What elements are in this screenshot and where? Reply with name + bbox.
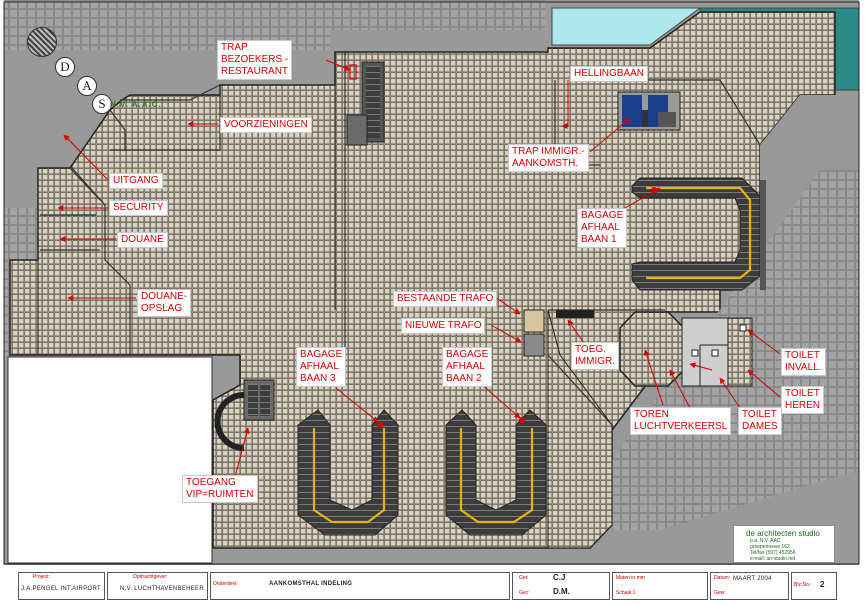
tb-scale: Maten in mm Schaal 1:	[612, 572, 708, 600]
tb-checked-caption: Gec:	[519, 590, 530, 596]
label-toilet-dames: TOILET DAMES	[738, 407, 782, 435]
label-bestaande-trafo: BESTAANDE TRAFO	[393, 291, 498, 307]
tb-drawn-value: C.J	[553, 573, 566, 582]
lower-right-cut	[547, 309, 613, 549]
label-toilet-invall: TOILET INVALL.	[781, 348, 826, 376]
label-bagage-baan-1: BAGAGE AFHAAL BAAN 1	[577, 208, 628, 248]
logo-letter-a: A	[77, 76, 97, 96]
tb-subject-value: AANKOMSTHAL INDELING	[269, 581, 353, 587]
label-toeg-immigr: TOEG. IMMIGR.	[571, 342, 619, 370]
label-toegang-vip: TOEGANG VIP=RUIMTEN	[182, 475, 258, 503]
tb-date-value: MAART 2004	[733, 576, 772, 582]
label-uitgang: UITGANG	[109, 173, 163, 189]
red-marker-restaurant	[349, 64, 357, 80]
pavement-top-left	[4, 0, 545, 50]
label-douane-opslag: DOUANE- OPSLAG	[137, 289, 192, 317]
architect-stamp: de architecten studio p.a. N.V. AAC groe…	[733, 525, 835, 563]
vip-stairs	[214, 379, 275, 451]
label-trap-bezoekers: TRAP BEZOEKERS - RESTAURANT	[217, 40, 293, 80]
label-trap-immigr: TRAP IMMIGR.- AANKOMSTH.	[508, 144, 589, 172]
control-tower-octagon	[619, 311, 685, 387]
sky-area	[551, 7, 702, 46]
label-voorzieningen: VOORZIENINGEN	[220, 117, 312, 133]
tb-subject-caption: Onderdeel:	[213, 581, 238, 587]
existing-transformer	[523, 309, 545, 333]
tb-scale-caption: Schaal 1:	[616, 590, 637, 596]
immigration-counter	[556, 310, 594, 318]
floor-plan-drawing	[3, 0, 860, 565]
stamp-name: de architecten studio	[746, 529, 820, 538]
tb-project-caption: Project:	[33, 574, 50, 580]
label-hellingbaan: HELLINGBAAN	[570, 66, 649, 82]
tb-sheet-caption: Blz.No.:	[794, 582, 812, 588]
tb-sheet-value: 2	[820, 580, 825, 589]
label-douane: DOUANE	[117, 232, 168, 248]
toilet-block	[681, 317, 753, 387]
tb-client: Opdrachtgever: N.V. LUCHTHAVENBEHEER	[107, 572, 208, 600]
label-bagage-baan-3: BAGAGE AFHAAL BAAN 3	[296, 347, 347, 387]
label-security: SECURITY	[109, 200, 168, 216]
tb-date: Datum: MAART 2004 Gew:	[710, 572, 789, 600]
baggage-belt-2	[445, 409, 547, 536]
tb-rev-caption: Gew:	[714, 590, 726, 596]
tb-client-caption: Opdrachtgever:	[133, 574, 168, 580]
tb-project-value: J.A.PENGEL INT.AIRPORT	[21, 586, 101, 592]
label-toren-luchtverkeersl: TOREN LUCHTVERKEERSL	[630, 407, 732, 435]
logo-rings	[27, 27, 57, 57]
label-nieuwe-trafo: NIEUWE TRAFO	[401, 318, 486, 334]
logo-letter-d: D	[55, 57, 75, 77]
label-bagage-baan-2: BAGAGE AFHAAL BAAN 2	[442, 347, 493, 387]
tb-project: Project: J.A.PENGEL INT.AIRPORT	[18, 572, 105, 600]
tb-drawn-caption: Get:	[519, 575, 529, 581]
label-toilet-heren: TOILET HEREN	[781, 386, 825, 414]
baggage-belt-1	[631, 177, 766, 291]
tb-client-value: N.V. LUCHTHAVENBEHEER	[120, 586, 204, 592]
tb-drawn: Get: C.J Gec: D.M.	[512, 572, 610, 600]
tb-size-caption: Maten in mm	[616, 575, 645, 581]
tb-subject: Onderdeel: AANKOMSTHAL INDELING	[210, 572, 510, 600]
tb-checked-value: D.M.	[553, 587, 570, 596]
blank-area	[7, 356, 213, 564]
stamp-details: p.a. N.V. AAC groeperinsvei 162 Tel/fax …	[750, 538, 796, 562]
logo-subtitle: N.V. A.A.C.	[110, 100, 162, 109]
logo-letter-s: S	[92, 94, 112, 114]
tb-date-caption: Datum:	[714, 575, 731, 581]
title-block: Project: J.A.PENGEL INT.AIRPORT Opdracht…	[0, 569, 865, 606]
tb-sheet: Blz.No.: 2	[791, 572, 837, 600]
stairs-restaurant	[346, 61, 385, 146]
stairs-immigration	[617, 91, 681, 131]
new-transformer	[523, 333, 545, 357]
